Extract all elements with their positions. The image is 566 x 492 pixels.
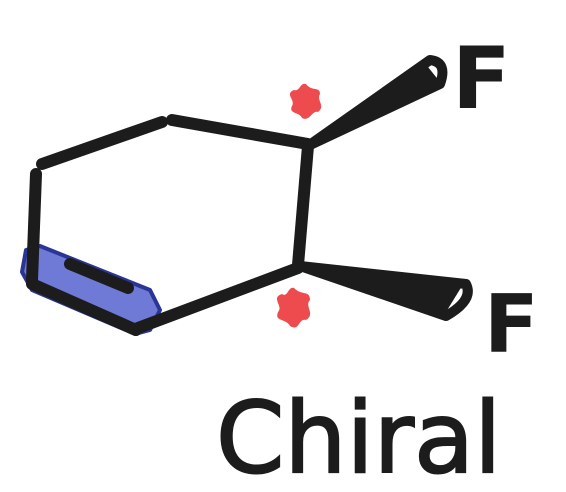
ring-bond	[26, 278, 142, 336]
wedge-bond-top	[303, 55, 448, 151]
ring-bond	[132, 262, 304, 334]
atom-label-fluorine: F	[452, 29, 511, 129]
wedge-bond-bottom	[295, 261, 473, 321]
double-bond-inner-line	[64, 258, 134, 294]
ring-bond	[36, 116, 168, 170]
cyclohexene-ring	[26, 114, 314, 336]
chirality-caption: Chiral	[216, 382, 501, 492]
stereocenter-star-icon	[289, 83, 322, 119]
stereocenter-star-icon	[276, 287, 311, 328]
ring-bond	[166, 114, 314, 150]
ring-bond	[292, 140, 314, 271]
ring-bond	[26, 168, 42, 286]
atom-label-fluorine: F	[484, 278, 539, 371]
